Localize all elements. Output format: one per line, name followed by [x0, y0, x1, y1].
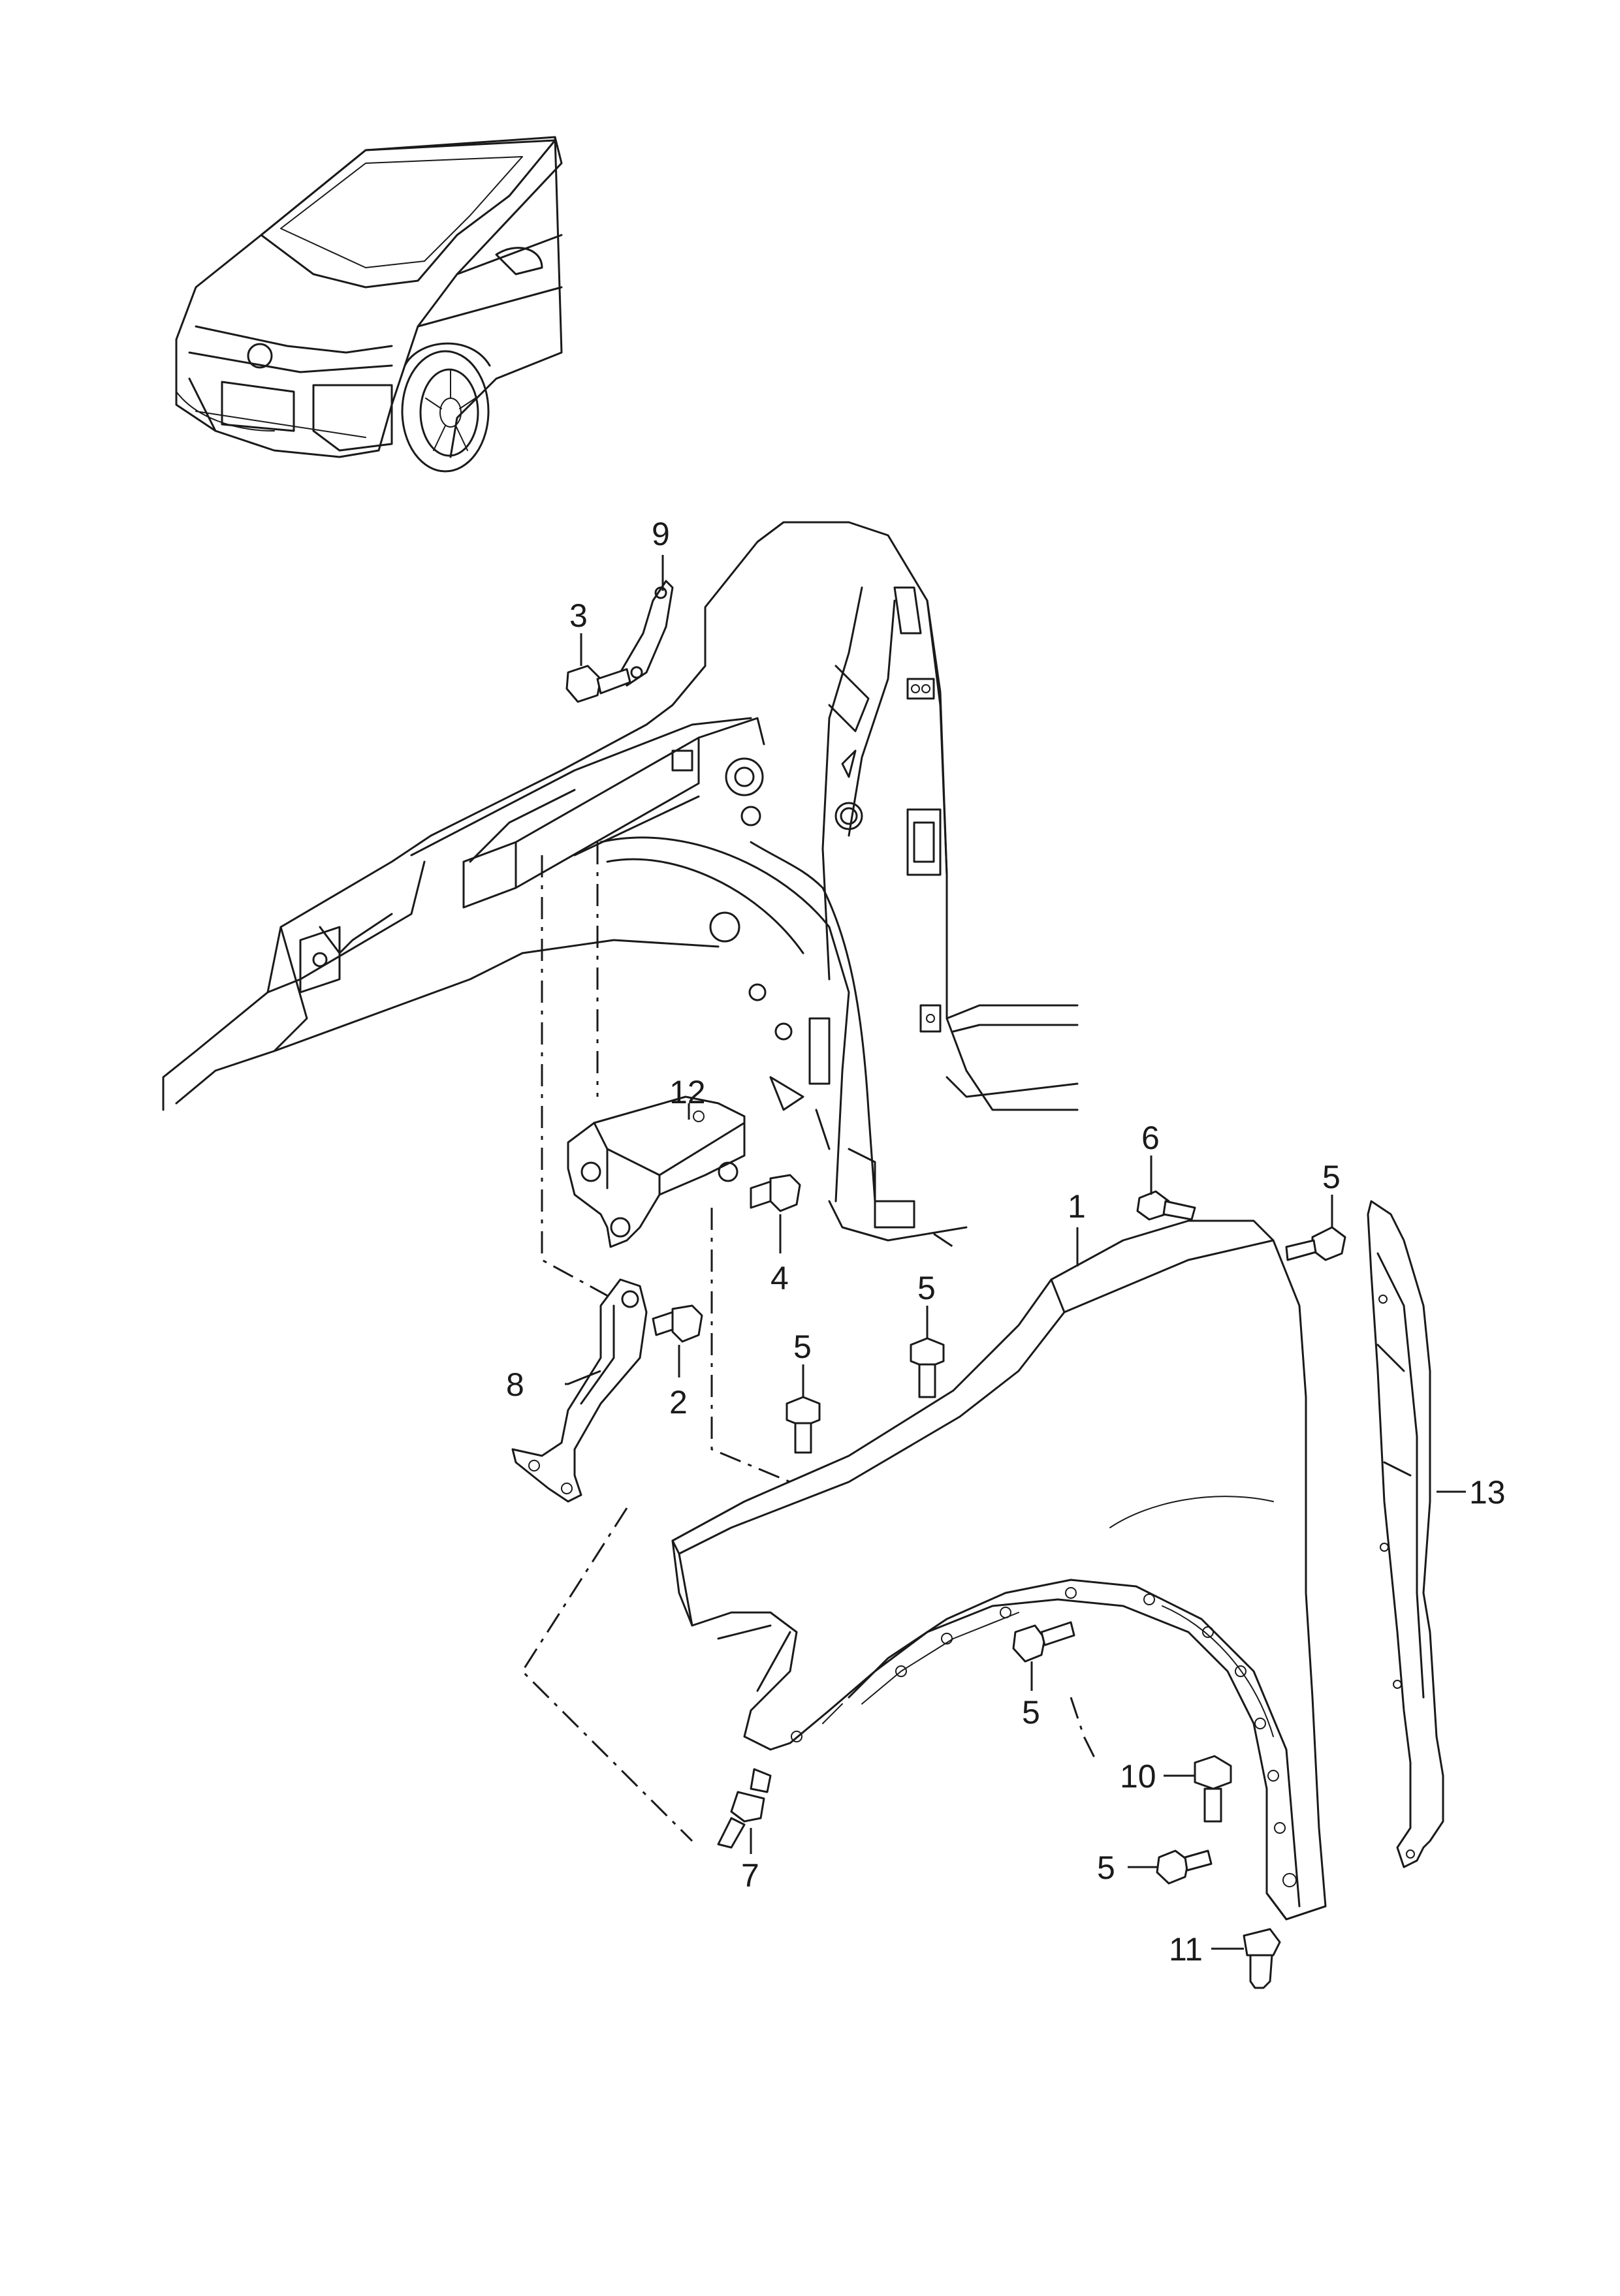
- part-10-screw: [1194, 1755, 1232, 1823]
- callout-5-top-left: 5: [793, 1329, 812, 1365]
- part-9-upper-bracket: [619, 580, 674, 687]
- part-5-screw-top-left: [786, 1396, 821, 1454]
- callout-2: 2: [669, 1384, 688, 1421]
- part-5-screw-top-center: [910, 1337, 945, 1398]
- part-3-bolt: [565, 665, 631, 703]
- callout-11: 11: [1169, 1931, 1203, 1968]
- part-11-clip: [1243, 1928, 1281, 1989]
- callout-12: 12: [669, 1074, 706, 1110]
- callout-7: 7: [741, 1857, 759, 1894]
- part-7-stud-bolt: [717, 1768, 772, 1849]
- callout-5-top-center: 5: [917, 1270, 936, 1306]
- callout-8: 8: [506, 1366, 524, 1403]
- callout-5-lower: 5: [1097, 1849, 1115, 1886]
- body-structure: [162, 521, 1079, 1242]
- part-5-screw-upper-right: [1285, 1226, 1346, 1261]
- part-13-seal-strip: [1367, 1200, 1444, 1868]
- part-5-screw-arch: [1012, 1621, 1075, 1663]
- part-5-screw-lower: [1156, 1849, 1213, 1885]
- assembly-guide-lines: [521, 842, 1098, 1842]
- leader-lines: [565, 555, 1466, 1950]
- vehicle-overview-illustration: [175, 136, 563, 473]
- callout-4: 4: [770, 1260, 789, 1297]
- part-4-bolt: [750, 1174, 801, 1212]
- part-2-bolt: [652, 1304, 703, 1343]
- callout-labels: 1 2 3 4 5 5 5 5 5 6 7 8 9 10 11 12 13: [506, 516, 1506, 1968]
- callout-9: 9: [652, 516, 670, 552]
- callout-1: 1: [1068, 1188, 1086, 1225]
- callout-5-upper-right: 5: [1322, 1159, 1341, 1195]
- part-12-bracket: [567, 1095, 746, 1248]
- part-1-front-fender: [671, 1219, 1327, 1921]
- part-6-screw: [1136, 1190, 1196, 1221]
- part-8-lower-bracket: [511, 1278, 648, 1503]
- callout-5-arch: 5: [1022, 1694, 1040, 1731]
- callout-13: 13: [1469, 1474, 1506, 1511]
- callout-6: 6: [1141, 1120, 1160, 1156]
- callout-10: 10: [1120, 1758, 1156, 1795]
- callout-3: 3: [569, 597, 588, 634]
